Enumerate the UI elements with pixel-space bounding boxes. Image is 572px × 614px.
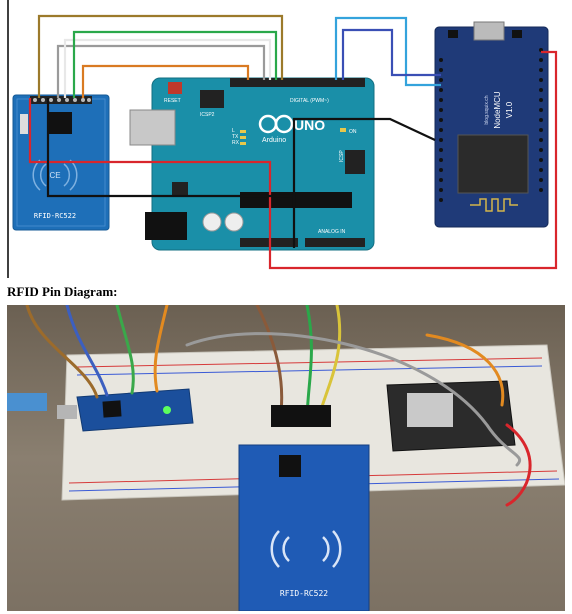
nodemcu-board: NodeMCU V1.0 blog.squix.ch (434, 21, 549, 228)
usb-cable (7, 393, 47, 411)
svg-text:TX: TX (232, 134, 239, 140)
svg-text:L: L (232, 128, 235, 134)
svg-text:Arduino: Arduino (262, 137, 286, 144)
icsp-header (345, 150, 365, 174)
usb-port (129, 109, 176, 146)
wire-lightblue (334, 16, 441, 87)
atmega-chip (240, 192, 352, 208)
wire-darkblue (341, 28, 441, 80)
svg-text:blog.squix.ch: blog.squix.ch (484, 95, 490, 124)
wire-brown (37, 14, 284, 98)
svg-text:ICSP2: ICSP2 (200, 112, 215, 118)
digital-header (230, 78, 365, 87)
nodemcu-pins (439, 48, 543, 202)
wifi-antenna (470, 198, 518, 212)
capacitor (202, 212, 222, 232)
arduino-nano (57, 388, 194, 432)
wire-red (28, 50, 558, 270)
wire-orange (81, 64, 250, 98)
section-caption: RFID Pin Diagram: (7, 284, 118, 299)
wiring-diagram: CE RFID-RC522 RESET ICSP2 DIGITAL (PWM~)… (7, 0, 558, 278)
wire-green (72, 30, 278, 98)
rfid-header-pins (30, 96, 92, 104)
svg-text:ON: ON (349, 129, 357, 135)
rfid-chip (48, 112, 72, 134)
rfid-label: RFID-RC522 (34, 212, 76, 220)
capacitor (224, 212, 244, 232)
nodemcu-photo (386, 380, 516, 452)
voltage-regulator (172, 182, 188, 196)
svg-text:ICSP: ICSP (339, 150, 345, 162)
arduino-uno-board: RESET ICSP2 DIGITAL (PWM~) L TX RX UNO A… (129, 77, 375, 251)
rfid-crystal (20, 114, 28, 134)
wire-gray (56, 44, 266, 98)
wire-white (63, 38, 272, 98)
svg-text:CE: CE (49, 171, 60, 180)
wire-black (46, 98, 436, 198)
svg-text:UNO: UNO (294, 117, 325, 133)
rfid-photo-label: RFID-RC522 (280, 589, 328, 598)
nodemcu-usb-port (473, 21, 505, 41)
breadboard-photo: RFID-RC522 (7, 305, 565, 611)
svg-text:ANALOG IN: ANALOG IN (318, 229, 346, 235)
svg-text:RESET: RESET (164, 98, 181, 104)
svg-text:V1.0: V1.0 (505, 101, 514, 118)
wires (28, 14, 558, 270)
jumper-header (271, 405, 331, 427)
svg-text:RX: RX (232, 140, 240, 146)
reset-button (168, 82, 182, 94)
rfid-photo: RFID-RC522 (238, 444, 370, 611)
svg-text:NodeMCU: NodeMCU (493, 91, 502, 129)
analog-header (305, 238, 365, 247)
power-jack (145, 212, 187, 240)
icsp2-header (200, 90, 224, 108)
svg-text:DIGITAL (PWM~): DIGITAL (PWM~) (290, 98, 329, 104)
arduino-logo (258, 114, 294, 134)
esp-module (457, 134, 529, 194)
